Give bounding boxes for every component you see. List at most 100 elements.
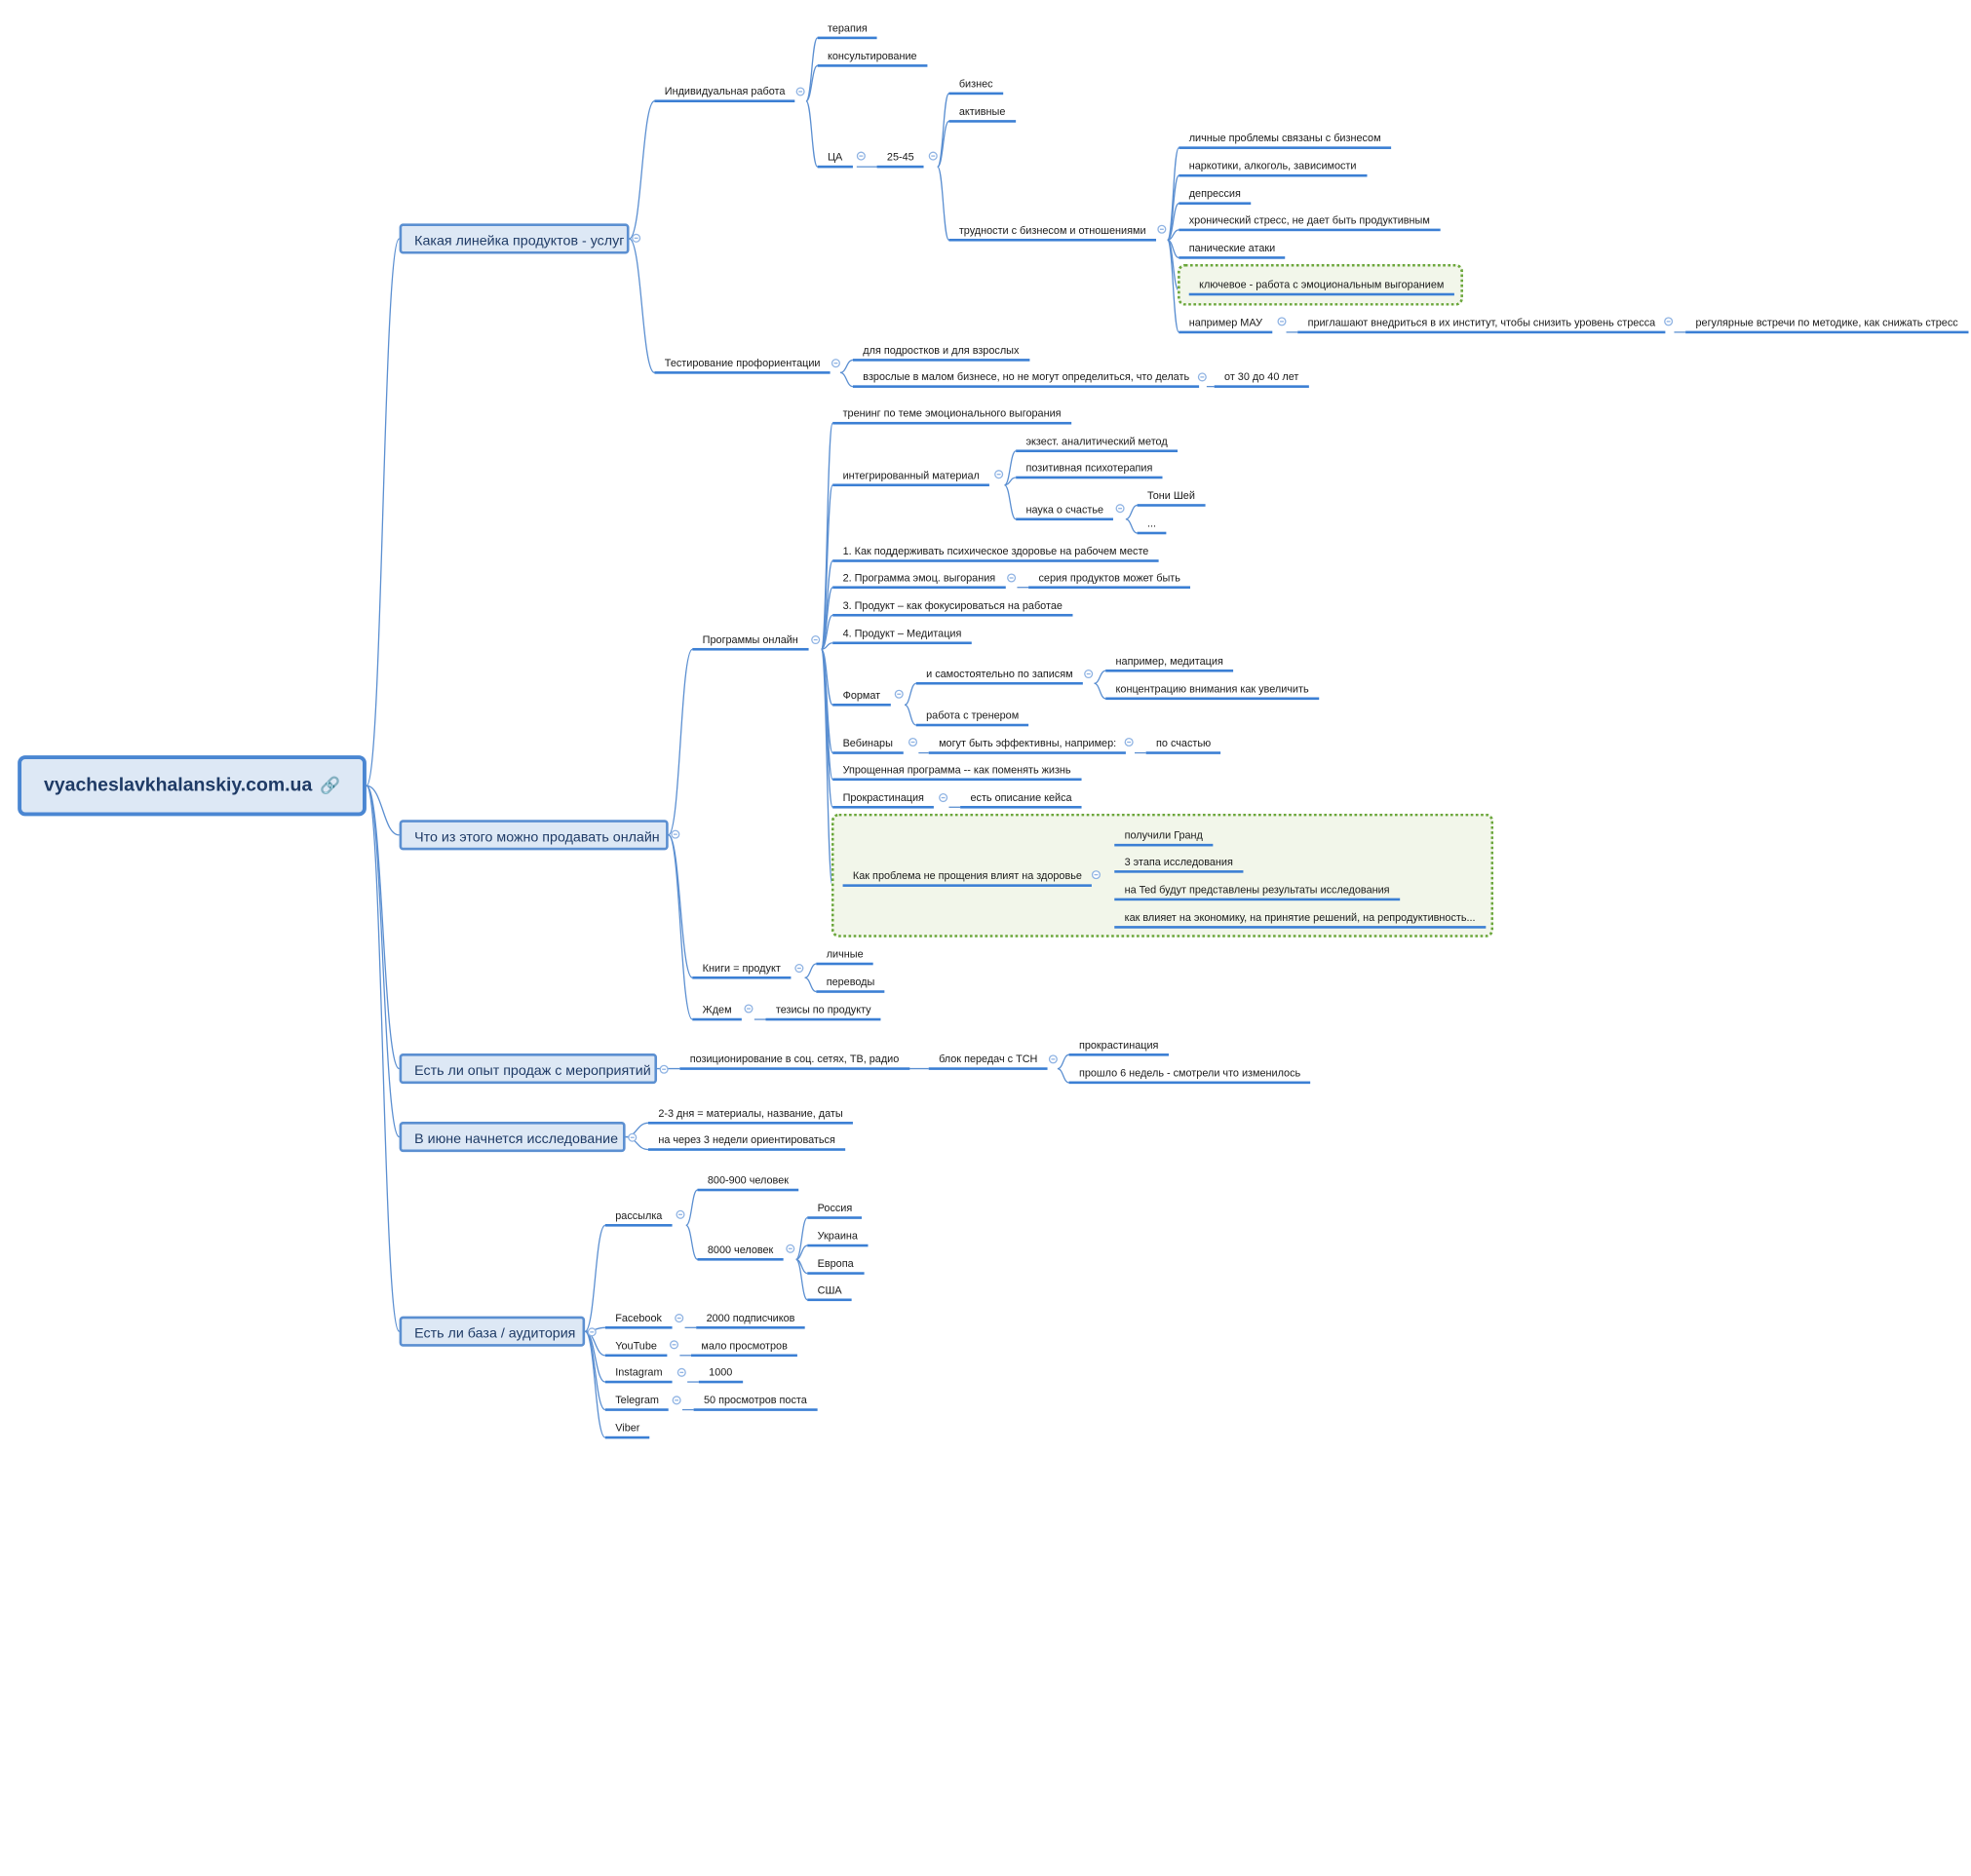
node-age[interactable]: 25-45 [876,150,925,169]
node-format-meditation[interactable]: например, медитация [1105,654,1234,672]
topic-research[interactable]: В июне начнется исследование [399,1122,626,1153]
node-forgiveness[interactable]: Как проблема не прощения влият на здоров… [842,869,1093,887]
node-webinars[interactable]: Вебинары [832,737,904,754]
collapse-toggle[interactable] [1007,573,1017,583]
collapse-toggle[interactable] [1048,1054,1058,1064]
node-events-procrast[interactable]: прокрастинация [1068,1038,1169,1056]
node-country[interactable]: Европа [807,1257,865,1275]
collapse-toggle[interactable] [675,1314,684,1323]
collapse-toggle[interactable] [1124,737,1134,747]
collapse-toggle[interactable] [632,233,641,243]
node-happiness[interactable]: наука о счастье [1016,503,1114,521]
node-format-trainer[interactable]: работа с тренером [915,708,1029,727]
node-procrastination[interactable]: Прокрастинация [832,790,935,809]
collapse-toggle[interactable] [628,1132,638,1142]
collapse-toggle[interactable] [672,1396,681,1405]
node-program-4[interactable]: 4. Продукт – Медитация [832,627,972,645]
node-procrastination-case[interactable]: есть описание кейса [960,790,1082,809]
node-age-range[interactable]: от 30 до 40 лет [1214,370,1309,388]
node-ca[interactable]: ЦА [817,150,853,169]
node-existential[interactable]: экзест. аналитический метод [1016,435,1179,453]
collapse-toggle[interactable] [669,1340,679,1350]
collapse-toggle[interactable] [671,829,680,839]
collapse-toggle[interactable] [939,793,948,803]
collapse-toggle[interactable] [908,737,918,747]
node-country[interactable]: США [807,1283,853,1302]
node-mau-invite[interactable]: приглашают внедриться в их институт, что… [1297,316,1666,334]
collapse-toggle[interactable] [1277,317,1287,326]
node-mailing[interactable]: рассылка [604,1208,673,1227]
collapse-toggle[interactable] [928,151,938,161]
node-grant[interactable]: получили Гранд [1114,828,1214,847]
node-books[interactable]: Книги = продукт [692,961,792,979]
collapse-toggle[interactable] [994,470,1004,479]
node-waiting[interactable]: Ждем [692,1003,742,1021]
node-instagram-value[interactable]: 1000 [698,1365,743,1384]
node-youtube-value[interactable]: мало просмотров [691,1339,798,1358]
node-country[interactable]: Россия [807,1202,863,1219]
collapse-toggle[interactable] [1115,504,1125,514]
node-tsn-block[interactable]: блок передач с ТСН [928,1053,1048,1070]
node-economy[interactable]: как влияет на экономику, на принятие реш… [1114,911,1486,929]
node-difficulty-item[interactable]: депрессия [1179,187,1252,205]
collapse-toggle[interactable] [831,359,840,368]
node-ellipsis[interactable]: ... [1137,517,1167,535]
node-program-2[interactable]: 2. Программа эмоц. выгорания [832,571,1006,590]
node-facebook-value[interactable]: 2000 подписчиков [696,1311,805,1329]
central-topic[interactable]: vyacheslavkhalanskiy.com.ua🔗 [18,755,367,817]
node-simplified[interactable]: Упрощенная программа -- как поменять жиз… [832,763,1081,782]
node-viber[interactable]: Viber [604,1421,650,1439]
collapse-toggle[interactable] [786,1244,795,1253]
node-books-personal[interactable]: личные [816,947,873,966]
collapse-toggle[interactable] [1197,372,1207,382]
collapse-toggle[interactable] [744,1004,754,1014]
node-difficulty-item[interactable]: личные проблемы связаны с бизнесом [1179,132,1391,149]
collapse-toggle[interactable] [676,1209,685,1219]
node-difficulty-item[interactable]: хронический стресс, не дает быть продукт… [1179,213,1441,232]
node-books-translations[interactable]: переводы [816,976,885,993]
node-difficulties[interactable]: трудности с бизнесом и отношениями [948,223,1156,242]
node-programs-online[interactable]: Программы онлайн [692,632,809,651]
collapse-toggle[interactable] [811,634,821,645]
node-telegram-value[interactable]: 50 просмотров поста [693,1394,818,1411]
node-positive[interactable]: позитивная психотерапия [1016,461,1163,479]
node-telegram[interactable]: Telegram [604,1394,670,1411]
topic-online[interactable]: Что из этого можно продавать онлайн [399,820,669,851]
node-six-weeks[interactable]: прошло 6 недель - смотрели что изменилос… [1068,1066,1311,1085]
node-positioning[interactable]: позиционирование в соц. сетях, ТВ, радио [679,1053,909,1070]
collapse-toggle[interactable] [1157,224,1167,234]
node-webinars-effective[interactable]: могут быть эффективны, например: [928,737,1127,754]
collapse-toggle[interactable] [1084,669,1094,679]
topic-events[interactable]: Есть ли опыт продаж с мероприятий [399,1053,658,1085]
collapse-toggle[interactable] [587,1327,597,1337]
node-country[interactable]: Украина [807,1229,869,1247]
node-tony[interactable]: Тони Шей [1137,489,1206,507]
node-difficulty-item[interactable]: наркотики, алкоголь, зависимости [1179,159,1367,177]
node-youtube[interactable]: YouTube [604,1339,668,1358]
node-stages[interactable]: 3 этапа исследования [1114,856,1244,873]
node-program-2-series[interactable]: серия продуктов может быть [1028,571,1191,590]
node-mau-meetings[interactable]: регулярные встречи по методике, как сниж… [1685,316,1969,334]
link-icon[interactable]: 🔗 [320,775,341,795]
node-mau[interactable]: например МАУ [1179,316,1273,334]
node-business[interactable]: бизнес [948,77,1003,96]
node-program-1[interactable]: 1. Как поддерживать психическое здоровье… [832,545,1159,562]
node-theses[interactable]: тезисы по продукту [765,1003,881,1021]
collapse-toggle[interactable] [659,1064,669,1074]
collapse-toggle[interactable] [676,1367,686,1377]
collapse-toggle[interactable] [856,151,866,161]
node-research-weeks[interactable]: на через 3 недели ориентироваться [647,1133,846,1151]
collapse-toggle[interactable] [795,87,805,96]
node-adults-small-business[interactable]: взрослые в малом бизнесе, но не могут оп… [852,370,1200,388]
collapse-toggle[interactable] [1091,870,1101,880]
node-training[interactable]: тренинг по теме эмоционального выгорания [832,406,1071,425]
node-integrated[interactable]: интегрированный материал [832,469,990,487]
node-consulting[interactable]: консультирование [817,50,927,67]
node-webinars-happiness[interactable]: по счастью [1145,737,1221,754]
collapse-toggle[interactable] [794,964,804,974]
node-key-burnout[interactable]: ключевое - работа с эмоциональным выгора… [1188,278,1454,296]
node-active[interactable]: активные [948,105,1016,123]
node-ted[interactable]: на Ted будут представлены результаты исс… [1114,883,1400,901]
node-testing[interactable]: Тестирование профориентации [654,357,831,374]
topic-products[interactable]: Какая линейка продуктов - услуг [399,223,630,254]
